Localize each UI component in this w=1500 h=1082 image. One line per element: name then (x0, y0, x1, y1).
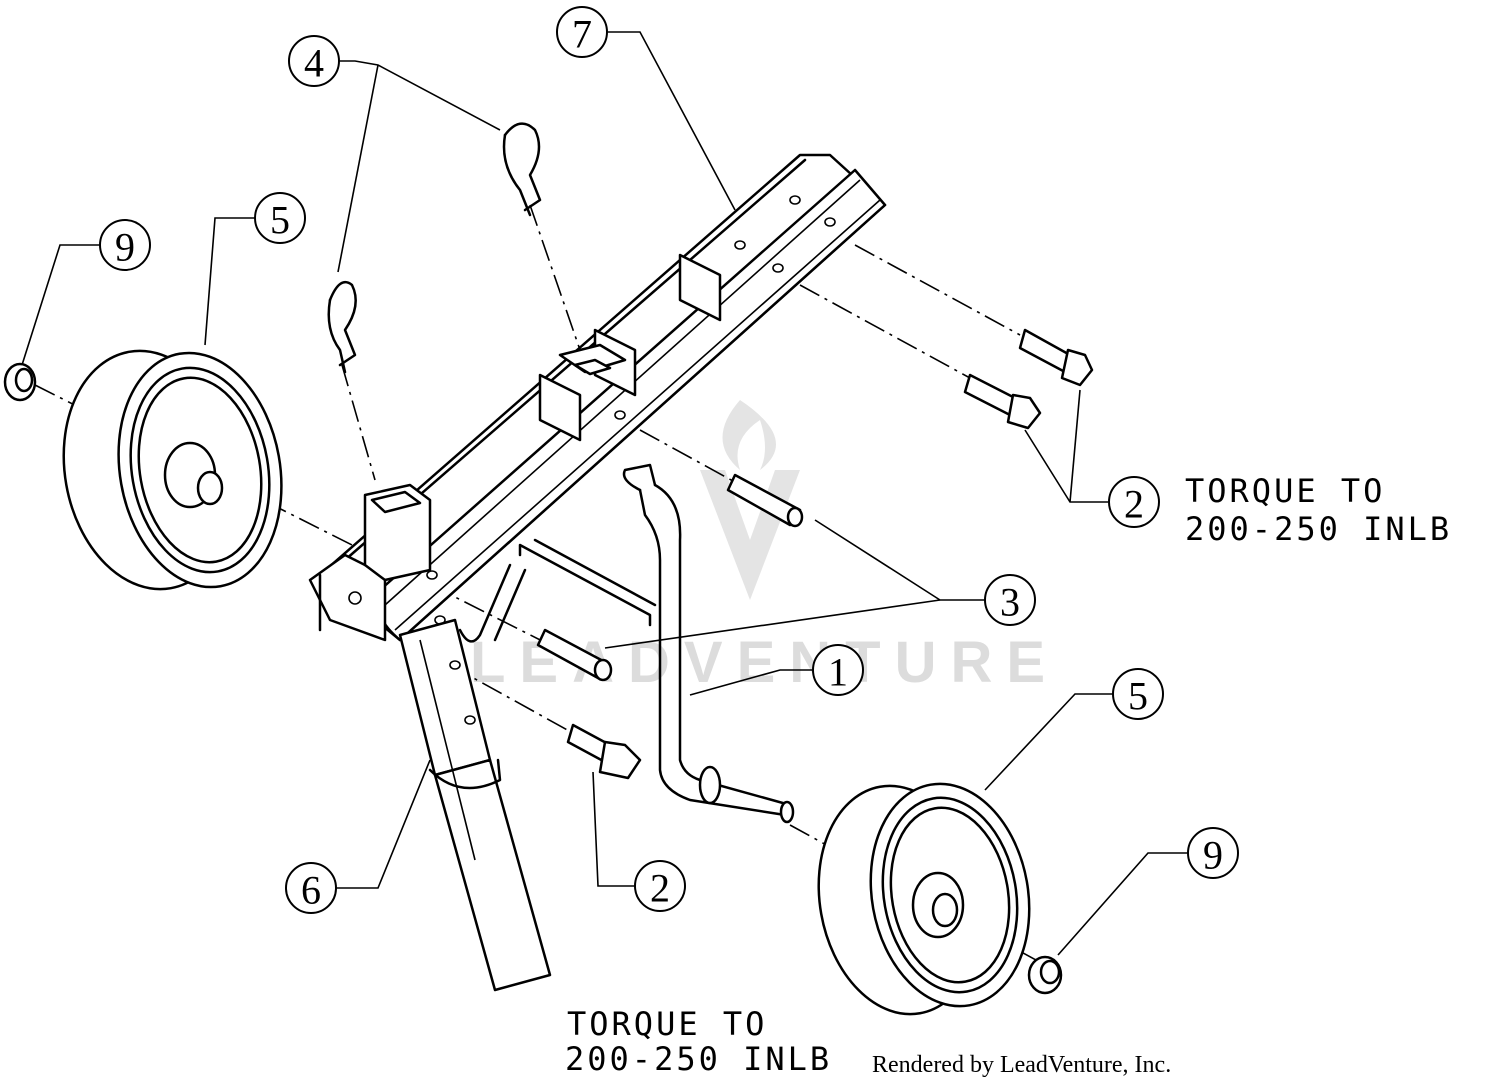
torque-note-bottom-line1: TORQUE TO (567, 1005, 767, 1043)
torque-note-bottom-line2: 200-250 INLB (565, 1040, 832, 1078)
svg-text:7: 7 (572, 12, 592, 57)
nut-part-9-right (1027, 955, 1063, 995)
bolt-part-2-upper (1018, 328, 1094, 387)
crossbar-part-7 (308, 153, 887, 642)
callout-2-right: 2 (1108, 476, 1160, 528)
bolt-part-2-middle (963, 373, 1042, 430)
svg-text:9: 9 (115, 225, 135, 270)
callout-5-right: 5 (1112, 668, 1164, 720)
svg-text:5: 5 (270, 198, 290, 243)
callout-9-right: 9 (1187, 827, 1239, 879)
callout-6: 6 (285, 862, 337, 914)
clip-part-4-lower (327, 280, 357, 374)
axle-rod-part-1 (458, 463, 795, 824)
render-credit: Rendered by LeadVenture, Inc. (872, 1052, 1171, 1078)
svg-text:3: 3 (1000, 580, 1020, 625)
torque-note-right: TORQUE TO 200-250 INLB (1185, 472, 1452, 548)
svg-text:1: 1 (828, 650, 848, 695)
torque-note-right-line2: 200-250 INLB (1185, 510, 1452, 548)
svg-text:2: 2 (650, 866, 670, 911)
pin-part-3-lower (536, 628, 613, 682)
svg-text:9: 9 (1203, 833, 1223, 878)
nut-part-9-left (3, 362, 37, 402)
wheel-part-5-right (817, 782, 1031, 1016)
watermark-logo-icon (700, 400, 800, 600)
callout-3: 3 (984, 574, 1036, 626)
bolt-part-2-lower (566, 723, 642, 780)
callout-7: 7 (556, 6, 608, 58)
svg-text:5: 5 (1128, 674, 1148, 719)
wheel-part-5-left (62, 349, 283, 591)
callout-5-left: 5 (254, 192, 306, 244)
leader-lines (21, 31, 1188, 956)
svg-text:2: 2 (1124, 482, 1144, 527)
clip-part-4-upper (502, 122, 542, 217)
svg-text:6: 6 (301, 868, 321, 913)
callout-9-left: 9 (99, 219, 151, 271)
callout-4: 4 (288, 35, 340, 87)
callout-2-bottom: 2 (634, 860, 686, 912)
callout-1: 1 (812, 644, 864, 696)
handle-tube-part-6 (363, 483, 552, 992)
torque-note-right-line1: TORQUE TO (1185, 472, 1385, 510)
svg-text:4: 4 (304, 41, 324, 86)
torque-note-bottom: TORQUE TO 200-250 INLB (565, 1005, 832, 1078)
pin-part-3-upper (726, 473, 804, 528)
